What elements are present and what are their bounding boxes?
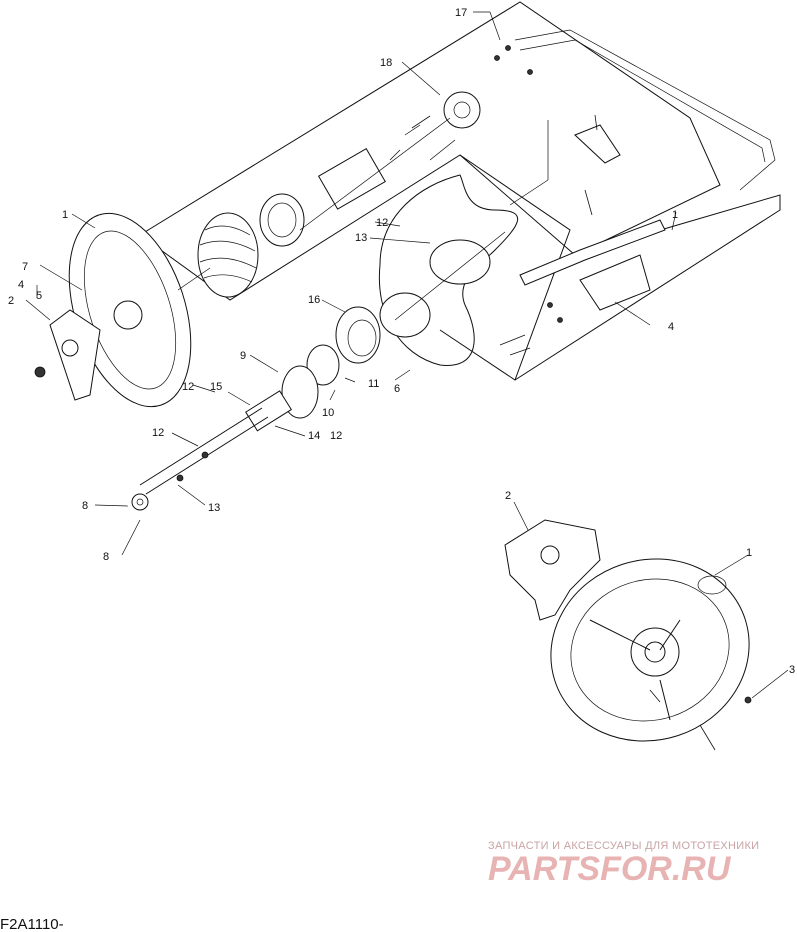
u-joint-8 <box>131 493 149 511</box>
callout-3: 3 <box>789 664 795 676</box>
callout-7: 7 <box>22 261 28 273</box>
upper-clamp <box>574 124 621 164</box>
steering-wheel-assembled <box>504 519 752 751</box>
lower-column-parts <box>131 306 381 511</box>
clamp-ring-10 <box>306 344 340 386</box>
clamp-arm <box>519 219 666 286</box>
watermark: ЗАПЧАСТИ И АКСЕССУАРЫ ДЛЯ МОТОТЕХНИКИ PA… <box>488 840 759 888</box>
callout-1-left: 1 <box>62 209 68 221</box>
frame-lines <box>139 1 781 381</box>
column-bracket <box>317 147 386 210</box>
upper-bearing <box>443 91 481 129</box>
callout-8-upper: 8 <box>82 500 88 512</box>
callout-8-lower: 8 <box>103 551 109 563</box>
callout-15: 15 <box>210 381 222 393</box>
column-collar <box>259 193 305 247</box>
callout-14: 14 <box>308 430 320 442</box>
inner-shaft-loop <box>378 174 518 366</box>
upper-column-assembly <box>197 45 533 298</box>
watermark-brand: PARTSFOR.RU <box>488 850 732 888</box>
leader-lines <box>25 11 789 699</box>
column-cover-cone <box>197 212 259 298</box>
callout-2-left: 2 <box>8 295 14 307</box>
callout-13-top: 13 <box>355 232 367 244</box>
steering-wheel-exploded <box>34 212 211 408</box>
callout-1-upper: 1 <box>672 209 678 221</box>
column-clamp-assembly <box>499 114 666 356</box>
callout-6: 6 <box>394 383 400 395</box>
column-clamp <box>579 254 651 311</box>
callout-11: 11 <box>368 378 379 390</box>
callout-12-bracket: 12 <box>330 430 342 442</box>
callout-5: 5 <box>36 290 42 302</box>
column-tube-9 <box>281 365 319 419</box>
callout-10: 10 <box>322 407 334 419</box>
watermark-tagline: ЗАПЧАСТИ И АКСЕССУАРЫ ДЛЯ МОТОТЕХНИКИ <box>488 840 759 852</box>
lower-plate <box>379 292 431 338</box>
callout-4-right: 4 <box>668 321 674 333</box>
callout-13-low: 13 <box>208 502 220 514</box>
boot-16 <box>335 306 381 364</box>
callout-16: 16 <box>308 294 320 306</box>
callout-17: 17 <box>455 7 467 19</box>
callout-4-left: 4 <box>18 279 24 291</box>
wheel-cover-2 <box>49 309 101 401</box>
callouts: 17 18 1 1 1 12 13 7 4 5 2 16 9 11 6 12 1… <box>8 7 795 676</box>
callout-9: 9 <box>240 350 246 362</box>
callout-12-top: 12 <box>376 217 388 229</box>
callout-12-low: 12 <box>152 427 164 439</box>
callout-12-mid: 12 <box>182 381 194 393</box>
callout-2-assembled: 2 <box>505 490 511 502</box>
drawing-code: F2A1110- <box>0 916 64 932</box>
assembled-cover <box>504 519 601 621</box>
callout-18: 18 <box>380 57 392 69</box>
callout-1-assembled: 1 <box>746 547 752 559</box>
shaft-plate <box>429 239 491 285</box>
